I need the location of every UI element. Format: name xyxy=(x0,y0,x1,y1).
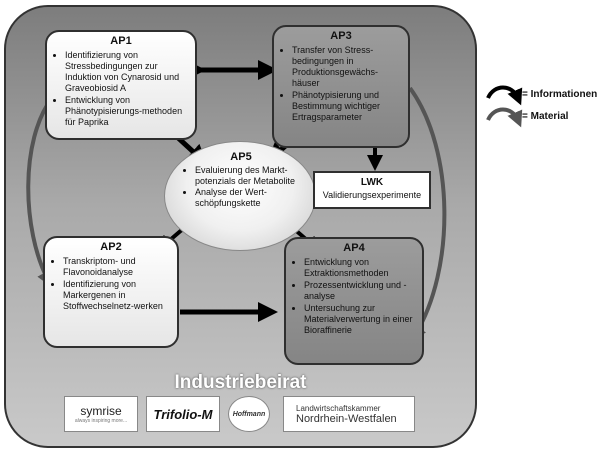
ap4-box: AP4 Entwicklung von Extraktionsmethoden … xyxy=(284,237,424,365)
ap4-item: Untersuchung zur Materialverwertung in e… xyxy=(304,303,416,336)
hoffmann-name: Hoffmann xyxy=(232,410,266,418)
material-arrow-ap1-ap2 xyxy=(26,96,54,288)
ap1-list: Identifizierung von Stressbedingungen zu… xyxy=(53,50,189,128)
ap5-list: Evaluierung des Markt-potenzials der Met… xyxy=(185,165,297,209)
ap1-item: Entwicklung von Phänotypisierungs-method… xyxy=(65,95,189,128)
legend-material: = Material xyxy=(522,111,569,122)
ap5-title: AP5 xyxy=(230,151,252,163)
lwk-title: LWK xyxy=(360,177,384,188)
ap1-box: AP1 Identifizierung von Stressbedingunge… xyxy=(45,30,197,140)
lwk-box: LWK Validierungsexperimente xyxy=(313,171,431,209)
trifolio-name: Trifolio-M xyxy=(153,406,213,422)
ap3-item: Phänotypisierung und Bestimmung wichtige… xyxy=(292,90,402,123)
lwk-logo: Landwirtschaftskammer Nordrhein-Westfale… xyxy=(283,396,415,432)
ap1-item: Identifizierung von Stressbedingungen zu… xyxy=(65,50,189,94)
ap3-title: AP3 xyxy=(330,30,352,42)
material-legend-arrow xyxy=(486,107,523,128)
ap4-item: Prozessentwicklung und -analyse xyxy=(304,280,416,302)
symrise-logo: symrise always inspiring more... xyxy=(64,396,138,432)
hoffmann-logo: Hoffmann xyxy=(228,396,270,432)
ap2-item: Transkriptom- und Flavonoidanalyse xyxy=(63,256,171,278)
info-legend-arrow xyxy=(486,85,523,106)
ap5-ellipse: AP5 Evaluierung des Markt-potenzials der… xyxy=(164,141,316,251)
ap2-item: Identifizierung von Markergenen in Stoff… xyxy=(63,279,171,312)
ap2-list: Transkriptom- und Flavonoidanalyse Ident… xyxy=(51,256,171,312)
ap1-title: AP1 xyxy=(110,35,132,47)
ap2-title: AP2 xyxy=(100,241,122,253)
ap5-item: Analyse der Wert-schöpfungskette xyxy=(195,187,297,209)
ap3-item: Transfer von Stress-bedingungen in Produ… xyxy=(292,45,402,89)
trifolio-logo: Trifolio-M xyxy=(146,396,220,432)
lwk-logo-line1: Landwirtschaftskammer xyxy=(296,403,381,413)
lwk-subtitle: Validierungsexperimente xyxy=(322,190,422,200)
symrise-name: symrise xyxy=(80,404,122,418)
ap4-list: Entwicklung von Extraktionsmethoden Proz… xyxy=(292,257,416,336)
ap4-title: AP4 xyxy=(343,242,365,254)
material-arrow-ap3-ap4 xyxy=(408,86,447,342)
ap3-box: AP3 Transfer von Stress-bedingungen in P… xyxy=(272,25,410,148)
ap2-box: AP2 Transkriptom- und Flavonoidanalyse I… xyxy=(43,236,179,348)
symrise-tagline: always inspiring more... xyxy=(74,418,128,424)
ap3-list: Transfer von Stress-bedingungen in Produ… xyxy=(280,45,402,123)
lwk-logo-line2: Nordrhein-Westfalen xyxy=(296,412,397,425)
ap4-item: Entwicklung von Extraktionsmethoden xyxy=(304,257,416,279)
industriebeirat-label: Industriebeirat xyxy=(174,372,307,393)
ap5-item: Evaluierung des Markt-potenzials der Met… xyxy=(195,165,297,187)
legend-informationen: = Informationen xyxy=(522,89,598,100)
